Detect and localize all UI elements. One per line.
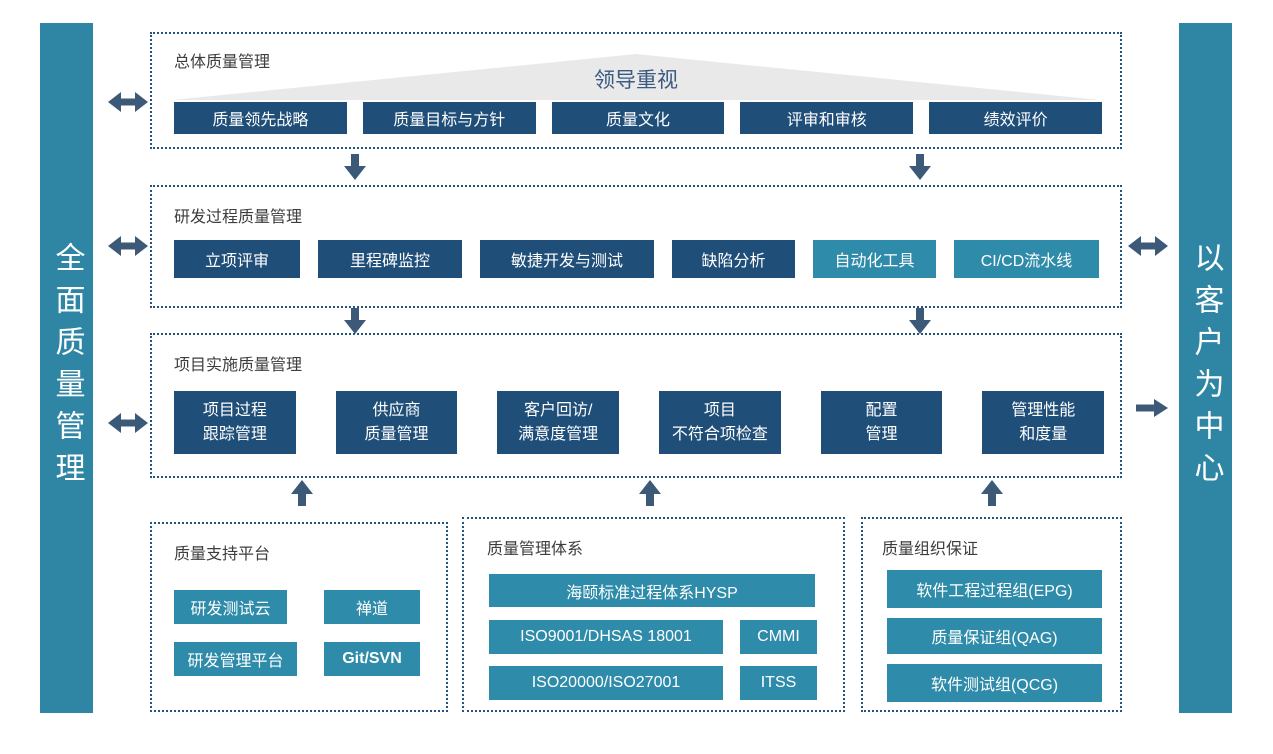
chip-rnd-test-cloud: 研发测试云: [174, 590, 287, 624]
chip-epg-group: 软件工程过程组(EPG): [887, 570, 1102, 608]
chip-customer-satisfaction: 客户回访/ 满意度管理: [497, 391, 620, 454]
overall-chip-row: 质量领先战略 质量目标与方针 质量文化 评审和审核 绩效评价: [174, 102, 1102, 134]
left-banner-label: 全面质量管理: [50, 242, 84, 494]
org-assurance-title: 质量组织保证: [882, 541, 979, 558]
section-overall: 总体质量管理 领导重视 质量领先战略 质量目标与方针 质量文化 评审和审核 绩效…: [150, 32, 1122, 149]
chip-mgmt-performance-measure: 管理性能 和度量: [982, 391, 1105, 454]
chip-project-tracking: 项目过程 跟踪管理: [174, 391, 296, 454]
right-arrow-icon: [1136, 399, 1168, 417]
leadership-banner: 领导重视: [172, 54, 1100, 100]
chip-quality-goals: 质量目标与方针: [362, 102, 536, 134]
chip-agile-dev-test: 敏捷开发与测试: [480, 240, 654, 278]
chip-defect-analysis: 缺陷分析: [672, 240, 795, 278]
down-arrow-icon-2b: [909, 308, 931, 334]
support-platform-title: 质量支持平台: [174, 546, 271, 563]
chip-automation-tools: 自动化工具: [813, 240, 936, 278]
leadership-banner-label: 领导重视: [594, 69, 678, 92]
chip-configuration-mgmt: 配置 管理: [820, 391, 943, 454]
left-banner: 全面质量管理: [40, 23, 93, 713]
section-overall-title: 总体质量管理: [174, 54, 271, 71]
chip-milestone-monitoring: 里程碑监控: [318, 240, 462, 278]
section-quality-system: 质量管理体系 海颐标准过程体系HYSP ISO9001/DHSAS 18001 …: [462, 517, 845, 712]
right-double-arrow-icon: [1128, 235, 1168, 257]
left-double-arrow-icon-1: [108, 91, 148, 113]
chip-review-audit: 评审和审核: [740, 102, 914, 134]
chip-qcg-group: 软件测试组(QCG): [887, 664, 1102, 702]
chip-rnd-mgmt-platform: 研发管理平台: [174, 642, 297, 676]
section-rnd-process: 研发过程质量管理 立项评审 里程碑监控 敏捷开发与测试 缺陷分析 自动化工具 C…: [150, 185, 1122, 308]
chip-hysp-standard-process: 海颐标准过程体系HYSP: [489, 574, 815, 607]
quality-system-title: 质量管理体系: [487, 541, 584, 558]
project-chip-row: 项目过程 跟踪管理 供应商 质量管理 客户回访/ 满意度管理 项目 不符合项检查…: [174, 391, 1105, 454]
up-arrow-icon-1: [291, 480, 313, 506]
chip-quality-strategy: 质量领先战略: [174, 102, 347, 134]
chip-project-approval-review: 立项评审: [174, 240, 300, 278]
section-project-title: 项目实施质量管理: [174, 357, 303, 374]
up-arrow-icon-3: [981, 480, 1003, 506]
chip-quality-culture: 质量文化: [551, 102, 725, 134]
left-double-arrow-icon-2: [108, 235, 148, 257]
chip-cmmi: CMMI: [740, 620, 817, 654]
chip-zentao: 禅道: [324, 590, 420, 624]
chip-itss: ITSS: [740, 666, 817, 700]
chip-iso9001-dhsas: ISO9001/DHSAS 18001: [489, 620, 723, 654]
chip-performance-eval: 绩效评价: [929, 102, 1102, 134]
chip-cicd-pipeline: CI/CD流水线: [954, 240, 1099, 278]
chip-nonconformance-check: 项目 不符合项检查: [659, 391, 781, 454]
chip-git-svn: Git/SVN: [324, 642, 420, 676]
chip-qag-group: 质量保证组(QAG): [887, 618, 1102, 654]
chip-supplier-quality: 供应商 质量管理: [335, 391, 458, 454]
down-arrow-icon-1b: [909, 154, 931, 180]
left-double-arrow-icon-3: [108, 412, 148, 434]
rnd-chip-row: 立项评审 里程碑监控 敏捷开发与测试 缺陷分析 自动化工具 CI/CD流水线: [174, 240, 1099, 278]
section-org-assurance: 质量组织保证 软件工程过程组(EPG) 质量保证组(QAG) 软件测试组(QCG…: [861, 517, 1122, 712]
right-banner: 以客户为中心: [1179, 23, 1232, 713]
section-rnd-title: 研发过程质量管理: [174, 209, 303, 226]
down-arrow-icon-2a: [344, 308, 366, 334]
down-arrow-icon-1a: [344, 154, 366, 180]
section-project-impl: 项目实施质量管理 项目过程 跟踪管理 供应商 质量管理 客户回访/ 满意度管理 …: [150, 333, 1122, 478]
chip-iso20000-iso27001: ISO20000/ISO27001: [489, 666, 723, 700]
up-arrow-icon-2: [639, 480, 661, 506]
right-banner-label: 以客户为中心: [1189, 242, 1223, 494]
section-support-platform: 质量支持平台 研发测试云 禅道 研发管理平台 Git/SVN: [150, 522, 448, 712]
